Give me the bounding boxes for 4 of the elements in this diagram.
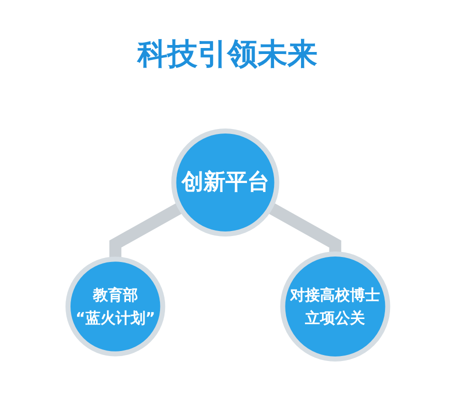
diagram-title: 科技引领未来 bbox=[136, 36, 318, 74]
connector bbox=[266, 202, 341, 254]
connector bbox=[109, 202, 183, 260]
node-circle: 教育部 “蓝火计划” bbox=[65, 256, 165, 356]
